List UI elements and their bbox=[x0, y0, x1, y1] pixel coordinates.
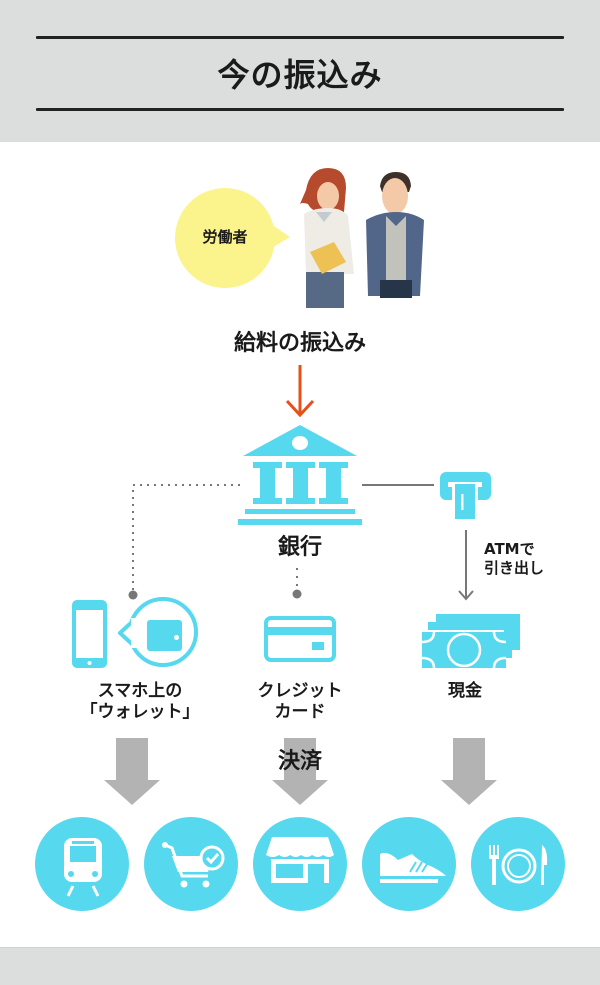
title-rule-top bbox=[36, 36, 564, 39]
restaurant-icon bbox=[471, 817, 565, 911]
store-icon bbox=[253, 817, 347, 911]
cash-icon bbox=[420, 614, 520, 669]
worker-label: 労働者 bbox=[202, 228, 248, 246]
bank-label: 銀行 bbox=[277, 535, 322, 560]
credit-card-icon bbox=[264, 616, 336, 662]
woman-figure bbox=[300, 168, 354, 308]
shoe-icon bbox=[362, 817, 456, 911]
credit-connector bbox=[292, 568, 302, 599]
salary-arrow bbox=[285, 365, 315, 418]
page-title: 今の振込み bbox=[217, 56, 383, 94]
shopping-cart-icon bbox=[144, 817, 238, 911]
wallet-label: スマホ上の 「ウォレット」 bbox=[50, 681, 230, 724]
wallet-label-line1: スマホ上の bbox=[97, 681, 183, 701]
salary-transfer-label: 給料の振込み bbox=[233, 331, 366, 356]
header-band: 今の振込み bbox=[0, 0, 600, 142]
flow-diagram bbox=[35, 168, 565, 911]
credit-label-line1: クレジット bbox=[257, 681, 343, 701]
title-rule-bottom bbox=[36, 108, 564, 111]
atm-label-line2: 引き出し bbox=[484, 558, 545, 577]
settlement-arrows bbox=[104, 738, 497, 805]
speech-bubble bbox=[175, 188, 290, 288]
cash-label-line1: 現金 bbox=[448, 681, 482, 701]
atm-icon bbox=[440, 472, 491, 522]
settlement-arrow-center bbox=[272, 738, 328, 805]
bank-icon bbox=[238, 425, 362, 525]
settlement-label: 決済 bbox=[277, 749, 322, 774]
credit-card-label: クレジット カード bbox=[220, 681, 380, 724]
smartphone-icon bbox=[72, 600, 107, 668]
settlement-arrow-left bbox=[104, 738, 160, 805]
footer-band bbox=[0, 947, 600, 985]
settlement-arrow-right bbox=[441, 738, 497, 805]
atm-label: ATMで 引き出し bbox=[484, 540, 574, 578]
atm-label-line1: ATMで bbox=[484, 540, 535, 558]
wallet-connector bbox=[128, 484, 240, 600]
credit-label-line2: カード bbox=[274, 702, 326, 723]
man-figure bbox=[366, 172, 424, 298]
cash-label: 現金 bbox=[400, 681, 530, 702]
wallet-bubble-icon bbox=[118, 597, 198, 667]
train-icon bbox=[35, 817, 129, 911]
withdraw-arrow bbox=[458, 530, 474, 601]
wallet-label-line2: 「ウォレット」 bbox=[80, 702, 200, 723]
